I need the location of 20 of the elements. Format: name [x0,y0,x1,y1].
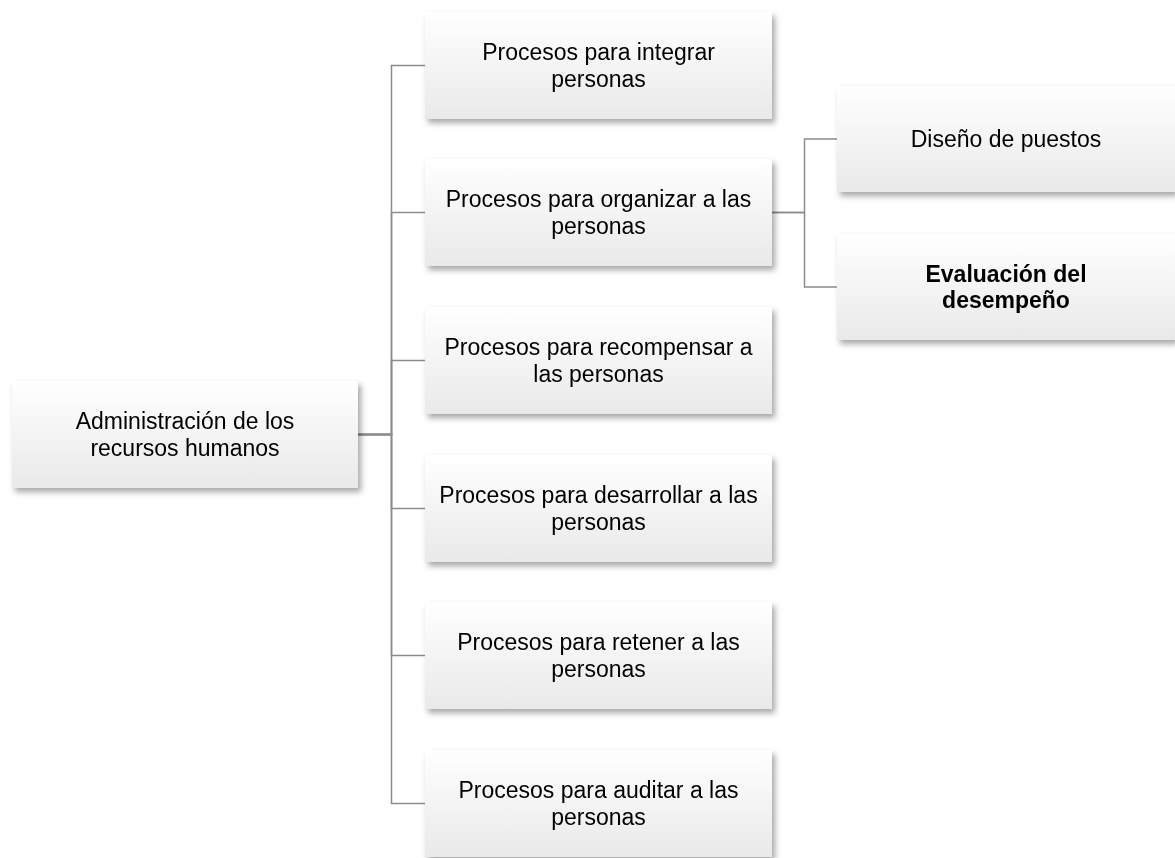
process-box [425,602,772,709]
box-label: Procesos para organizar a las personas [444,186,753,239]
box-label: Evaluación del desempeño [924,260,1088,314]
process-box [425,750,772,857]
box-label: Procesos para integrar personas [481,39,716,92]
process-box [837,234,1175,340]
process-box [425,159,772,266]
box-label: Procesos para desarrollar a las personas [438,482,759,535]
box-label: Diseño de puestos [910,125,1102,153]
box-label: Procesos para recompensar a las personas [443,334,754,387]
connector-line [357,433,426,805]
process-box [425,12,772,119]
process-box [12,381,358,488]
box-label: Procesos para auditar a las personas [457,777,740,830]
process-box [425,307,772,414]
process-box [425,455,772,562]
box-label: Administración de los recursos humanos [74,408,296,461]
process-box [837,86,1175,192]
connector-line [771,211,838,288]
box-label: Procesos para retener a las personas [456,629,741,682]
